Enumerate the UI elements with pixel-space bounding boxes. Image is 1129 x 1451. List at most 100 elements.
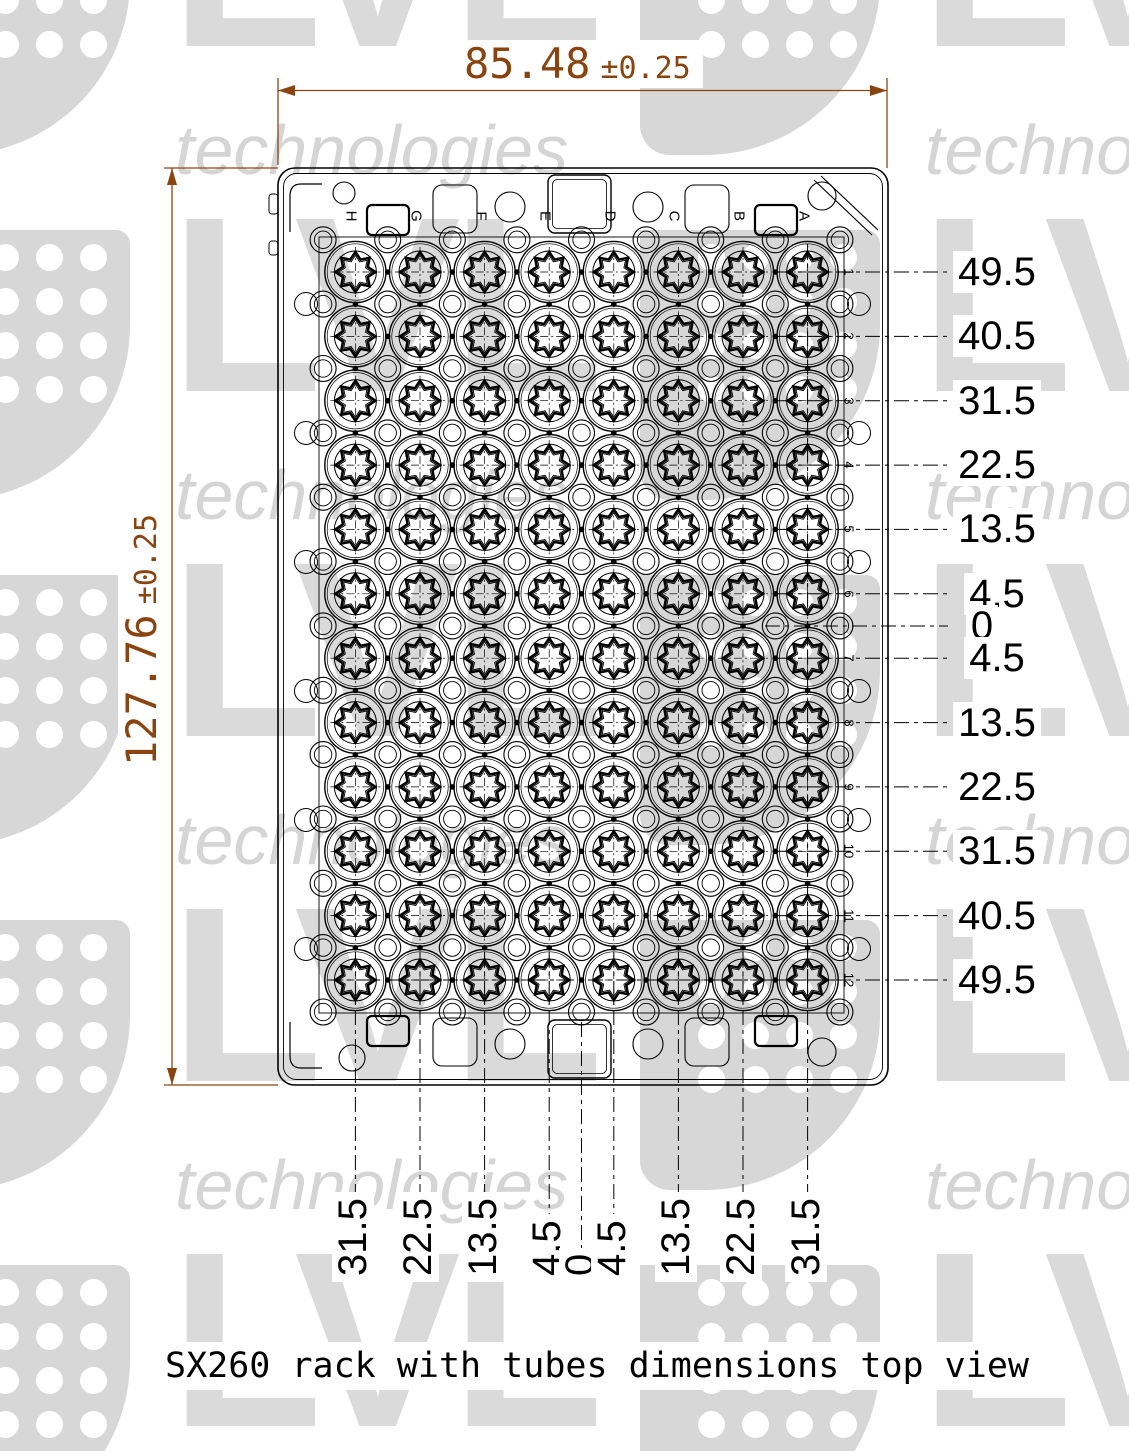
watermark-shield-dot <box>698 1279 725 1306</box>
watermark-shield-dot <box>80 244 107 271</box>
watermark-shield-dot <box>80 376 107 403</box>
row-offset-label: 31.5 <box>953 830 1041 873</box>
watermark-shield-dot <box>36 633 63 660</box>
watermark-tagline-text: technologies <box>925 111 1129 189</box>
row-offset-label: 22.5 <box>953 444 1041 487</box>
row-number: 8 <box>841 718 857 727</box>
watermark-shield-dot <box>742 677 769 704</box>
watermark-shield-dot <box>0 978 19 1005</box>
height-dimension-tolerance: ±0.25 <box>129 513 164 605</box>
row-number: 12 <box>841 972 857 988</box>
watermark-shield-dot <box>36 288 63 315</box>
width-dimension-value: 85.48 <box>464 39 591 88</box>
watermark-shield-dot <box>742 0 769 14</box>
watermark-shield-dot <box>80 934 107 961</box>
watermark-shield-dot <box>0 633 19 660</box>
watermark-shield-dot <box>698 1411 725 1438</box>
drawing-caption: SX260 rack with tubes dimensions top vie… <box>149 1342 1045 1390</box>
row-offset-label: 31.5 <box>953 379 1041 422</box>
watermark-shield-dot <box>786 1022 813 1049</box>
watermark-shield-dot <box>830 31 857 58</box>
column-offset-label: 13.5 <box>461 1192 505 1282</box>
tube-grid <box>309 226 854 1026</box>
watermark-shield-dot <box>36 0 63 14</box>
watermark-logo-shield <box>0 1265 130 1451</box>
watermark-brand-text: LVL <box>170 855 604 1134</box>
row-number: 1 <box>841 268 857 276</box>
watermark-shield-dot <box>0 332 19 359</box>
column-letter: D <box>601 210 619 222</box>
watermark-shield-dot <box>830 1279 857 1306</box>
row-number: 3 <box>841 397 857 405</box>
watermark-shield-dot <box>0 0 19 14</box>
watermark-shield-dot <box>0 31 19 58</box>
row-offset-label: 40.5 <box>953 894 1041 937</box>
watermark-shield-dot <box>0 1411 19 1438</box>
watermark-shield-dot <box>36 244 63 271</box>
column-offset-label: 31.5 <box>784 1192 828 1282</box>
watermark-shield-dot <box>36 721 63 748</box>
watermark-shield-dot <box>830 1411 857 1438</box>
row-offset-label: 4.5 <box>964 637 1030 680</box>
column-offset-label: 22.5 <box>719 1192 763 1282</box>
width-dimension-label: 85.48 ±0.25 <box>452 40 703 88</box>
watermark-shield-dot <box>742 934 769 961</box>
watermark-brand-text: LVL <box>170 165 604 444</box>
width-dimension-tolerance: ±0.25 <box>600 51 691 86</box>
watermark-shield-dot <box>0 1022 19 1049</box>
watermark-tagline-text: technologies <box>925 1146 1129 1224</box>
column-offset-label: 22.5 <box>396 1192 440 1282</box>
column-letter: A <box>795 210 813 222</box>
column-offset-label: 31.5 <box>331 1192 375 1282</box>
watermark-shield-dot <box>742 1411 769 1438</box>
dimension-lines <box>164 78 888 1086</box>
watermark-shield-dot <box>36 332 63 359</box>
watermark-shield-dot <box>80 978 107 1005</box>
watermark-shield-dot <box>80 589 107 616</box>
watermark-shield-dot <box>742 31 769 58</box>
watermark-shield-dot <box>698 0 725 14</box>
watermark-shield-dot <box>80 1022 107 1049</box>
watermark-shield-dot <box>36 1367 63 1394</box>
row-number: 7 <box>841 654 857 662</box>
column-letter: G <box>407 210 425 222</box>
watermark-shield-dot <box>80 0 107 14</box>
watermark-shield-dot <box>742 1279 769 1306</box>
watermark-shield-dot <box>0 589 19 616</box>
watermark-shield-dot <box>36 1279 63 1306</box>
watermark-shield-dot <box>786 0 813 14</box>
watermark-shield-dot <box>830 0 857 14</box>
watermark-shield-dot <box>36 1411 63 1438</box>
watermark-shield-dot <box>0 1279 19 1306</box>
column-letter: E <box>536 210 554 222</box>
watermark-shield-dot <box>830 1022 857 1049</box>
height-dimension-label: 127.76 ±0.25 <box>117 501 166 778</box>
watermark-shield-dot <box>80 332 107 359</box>
watermark-shield-dot <box>0 288 19 315</box>
watermark-shield-dot <box>0 376 19 403</box>
watermark-shield-dot <box>698 1022 725 1049</box>
row-number: 11 <box>841 908 857 923</box>
watermark-shield-dot <box>36 589 63 616</box>
watermark-shield-dot <box>0 721 19 748</box>
watermark-shield-dot <box>80 1279 107 1306</box>
column-letter: F <box>472 211 490 221</box>
column-offset-label: 4.5 <box>590 1214 634 1282</box>
watermark-shield-dot <box>0 244 19 271</box>
column-letter: H <box>342 210 360 222</box>
watermark-shield-dot <box>80 721 107 748</box>
watermark-shield-dot <box>0 1367 19 1394</box>
row-offset-label: 13.5 <box>953 508 1041 551</box>
watermark-shield-dot <box>80 1367 107 1394</box>
row-offset-label: 13.5 <box>953 701 1041 744</box>
watermark-shield-dot <box>0 677 19 704</box>
watermark-shield-dot <box>80 633 107 660</box>
watermark-shield-dot <box>36 677 63 704</box>
watermark-shield-dot <box>36 1323 63 1350</box>
watermark-shield-dot <box>80 1066 107 1093</box>
watermark-shield-dot <box>36 31 63 58</box>
watermark-shield-dot <box>80 677 107 704</box>
